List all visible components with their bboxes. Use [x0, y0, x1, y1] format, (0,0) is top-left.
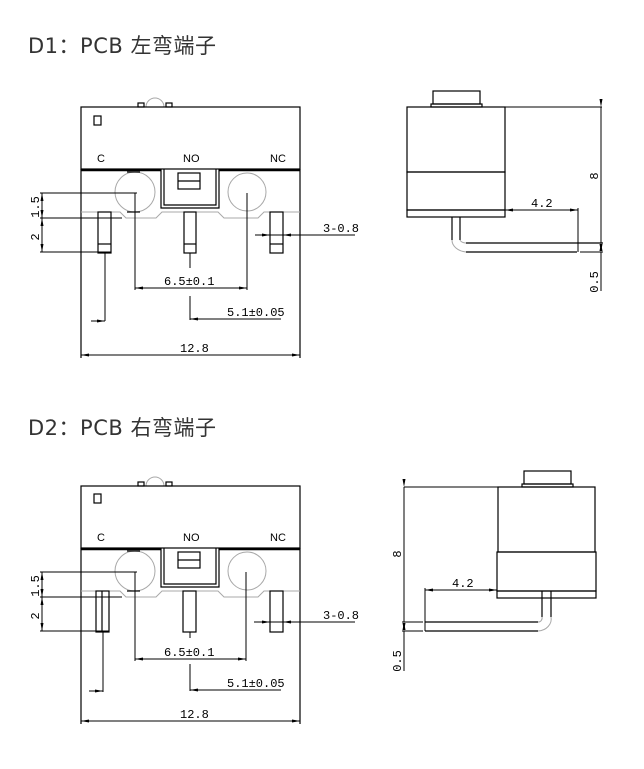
side-body-upper — [497, 486, 596, 553]
dim-width: 12.8 — [180, 342, 209, 356]
pin-nc — [269, 211, 284, 254]
dimension-arrowhead — [292, 719, 300, 723]
terminal-label-nc: NC — [270, 153, 286, 165]
dimension-arrowhead — [402, 479, 406, 487]
dimension-arrowhead — [238, 657, 246, 661]
dimension-arrowhead — [292, 353, 300, 357]
dimension-arrowhead — [81, 719, 89, 723]
terminal-label-c: C — [97, 532, 105, 544]
marker-square — [93, 493, 102, 504]
dimension-arrowhead — [599, 99, 603, 107]
dim-height: 8 — [588, 172, 602, 179]
actuator-button-icon — [145, 476, 165, 487]
side-body-lower — [406, 171, 506, 211]
dimension-arrowhead — [489, 588, 497, 592]
dimension-arrowhead — [262, 233, 270, 237]
dim-2: 2 — [29, 233, 43, 240]
dimension-arrowhead — [40, 210, 44, 218]
dimension-arrowhead — [40, 589, 44, 597]
dim-bend: 4.2 — [452, 577, 474, 591]
drawing-title-d2: D2：PCB 右弯端子 — [28, 416, 217, 440]
dimension-arrowhead — [425, 588, 433, 592]
dimension-arrowhead — [283, 233, 291, 237]
d1-side-view: 8 4.2 0.5 — [406, 90, 603, 293]
dimension-arrowhead — [40, 597, 44, 605]
dimension-arrowhead — [190, 688, 198, 692]
dim-offset: 5.1±0.05 — [227, 677, 285, 691]
dimension-arrowhead — [40, 218, 44, 226]
dim-offset: 5.1±0.05 — [227, 306, 285, 320]
dim-width: 12.8 — [180, 708, 209, 722]
dim-2: 2 — [29, 612, 43, 619]
dim-height: 8 — [391, 550, 405, 557]
actuator-side — [523, 470, 572, 485]
pin-no — [182, 590, 197, 633]
dim-thickness: 0.5 — [391, 650, 405, 672]
d2-side-view: 8 4.2 0.5 — [391, 470, 597, 672]
terminal-label-c: C — [97, 153, 105, 165]
dimension-arrowhead — [190, 317, 198, 321]
d1-front-view: C NO NC 1.5 2 — [29, 97, 359, 358]
dimension-arrows — [40, 99, 603, 723]
actuator-button-icon — [145, 97, 165, 108]
dimension-arrowhead — [283, 620, 291, 624]
pin-nc — [269, 590, 284, 633]
dimension-arrowhead — [97, 319, 105, 323]
actuator-side — [432, 90, 481, 105]
switch-body — [80, 106, 301, 170]
dimension-arrowhead — [40, 623, 44, 631]
terminal-label-no: NO — [183, 532, 200, 544]
dim-thickness: 0.5 — [588, 271, 602, 293]
dimension-arrowhead — [570, 208, 578, 212]
drawing-title-d1: D1：PCB 左弯端子 — [28, 34, 217, 58]
terminal-label-nc: NC — [270, 532, 286, 544]
dimension-arrowhead — [402, 623, 406, 631]
dimension-arrowhead — [599, 244, 603, 252]
dim-pin-width: 3-0.8 — [323, 222, 359, 236]
dimension-arrowhead — [239, 286, 247, 290]
dimension-arrowhead — [40, 572, 44, 580]
dim-pitch: 6.5±0.1 — [164, 646, 214, 660]
dim-pitch: 6.5±0.1 — [164, 275, 214, 289]
dimension-arrowhead — [505, 208, 513, 212]
dimension-arrowhead — [135, 286, 143, 290]
dimension-arrowhead — [81, 353, 89, 357]
dimension-arrowhead — [40, 244, 44, 252]
side-body-upper — [406, 106, 506, 173]
marker-square — [93, 115, 102, 126]
dimension-arrowhead — [135, 657, 143, 661]
dim-bend: 4.2 — [531, 197, 553, 211]
side-body-lower — [496, 551, 597, 592]
dim-1-5: 1.5 — [29, 196, 43, 218]
dimension-arrowhead — [40, 193, 44, 201]
dim-1-5: 1.5 — [29, 575, 43, 597]
pin-no — [183, 211, 197, 254]
terminal-label-no: NO — [183, 153, 200, 165]
dim-pin-width: 3-0.8 — [323, 609, 359, 623]
switch-body — [80, 485, 301, 549]
dimension-arrowhead — [262, 620, 270, 624]
d2-front-view: C NO NC 1.5 2 6.5±0.1 5.1±0.05 — [29, 476, 359, 724]
dimension-arrowhead — [95, 689, 103, 693]
